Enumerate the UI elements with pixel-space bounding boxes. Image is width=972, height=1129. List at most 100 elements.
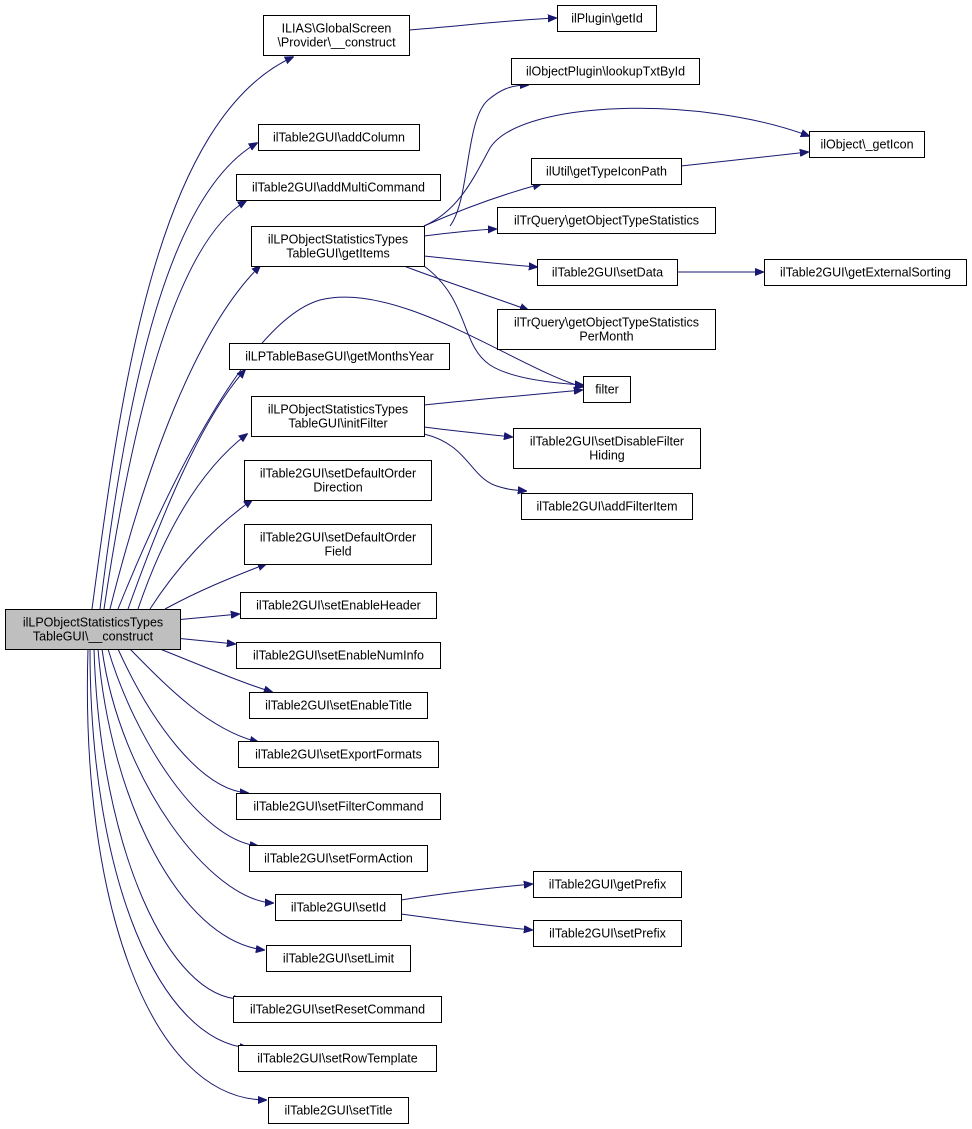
node-export[interactable]: ilTable2GUI\setExportFormats bbox=[238, 741, 439, 768]
node-label-line: ilObjectPlugin\lookupTxtById bbox=[526, 65, 685, 79]
node-plugin[interactable]: ilPlugin\getId bbox=[557, 5, 657, 32]
node-box bbox=[249, 845, 428, 872]
node-label-line: ilLPObjectStatisticsTypes bbox=[268, 403, 408, 417]
edge-setid-to-getprefix bbox=[400, 884, 532, 901]
edge-root-to-getitems bbox=[109, 266, 260, 610]
node-settitle[interactable]: ilTable2GUI\setTitle bbox=[268, 1097, 409, 1124]
node-label-line: ilLPObjectStatisticsTypes bbox=[23, 616, 163, 630]
node-util[interactable]: ilUtil\getTypeIconPath bbox=[531, 158, 682, 185]
node-label-line: ilTable2GUI\addFilterItem bbox=[536, 500, 677, 514]
node-trq[interactable]: ilTrQuery\getObjectTypeStatistics bbox=[497, 207, 716, 234]
node-box bbox=[533, 871, 682, 898]
node-setdata[interactable]: ilTable2GUI\setData bbox=[537, 259, 678, 286]
node-setprefix[interactable]: ilTable2GUI\setPrefix bbox=[533, 920, 682, 947]
node-label-line: ilTrQuery\getObjectTypeStatistics bbox=[514, 316, 699, 330]
node-label-line: ilTable2GUI\setLimit bbox=[283, 952, 395, 966]
node-label-line: ILIAS\GlobalScreen bbox=[282, 22, 392, 36]
node-rowtpl[interactable]: ilTable2GUI\setRowTemplate bbox=[238, 1045, 437, 1072]
node-header[interactable]: ilTable2GUI\setEnableHeader bbox=[240, 592, 437, 619]
node-label-line: ilTable2GUI\setDefaultOrder bbox=[260, 467, 416, 481]
edge-setid-to-setprefix bbox=[400, 913, 532, 930]
edge-root-to-addmulti bbox=[103, 201, 246, 610]
node-setid[interactable]: ilTable2GUI\setId bbox=[275, 894, 402, 921]
node-reset[interactable]: ilTable2GUI\setResetCommand bbox=[233, 996, 442, 1023]
node-title[interactable]: ilTable2GUI\setEnableTitle bbox=[249, 692, 428, 719]
node-addcol[interactable]: ilTable2GUI\addColumn bbox=[258, 124, 420, 151]
edge-root-to-export bbox=[129, 648, 258, 742]
edge-getitems-to-lookup bbox=[449, 85, 528, 227]
node-label-line: ilUtil\getTypeIconPath bbox=[546, 165, 667, 179]
node-label-line: TableGUI\getItems bbox=[286, 247, 390, 261]
node-getprefix[interactable]: ilTable2GUI\getPrefix bbox=[533, 871, 682, 898]
node-label-line: ilTable2GUI\setEnableNumInfo bbox=[253, 649, 424, 663]
edge-getitems-to-trqpm bbox=[403, 265, 528, 310]
edge-root-to-addcol bbox=[99, 143, 257, 610]
node-label-line: filter bbox=[595, 383, 619, 397]
node-label-line: \Provider\__construct bbox=[277, 36, 396, 50]
node-box bbox=[244, 524, 432, 565]
edge-getitems-to-util bbox=[423, 184, 541, 227]
node-label-line: ilTable2GUI\setId bbox=[291, 901, 386, 915]
node-extsort[interactable]: ilTable2GUI\getExternalSorting bbox=[764, 259, 967, 286]
node-label-line: ilPlugin\getId bbox=[571, 12, 643, 26]
node-box bbox=[249, 692, 428, 719]
node-addmulti[interactable]: ilTable2GUI\addMultiCommand bbox=[236, 174, 441, 201]
edge-root-to-gs bbox=[91, 57, 293, 610]
node-box bbox=[229, 343, 450, 370]
node-geticon[interactable]: ilObject\_getIcon bbox=[809, 131, 925, 158]
node-numinfo[interactable]: ilTable2GUI\setEnableNumInfo bbox=[236, 642, 441, 669]
node-trqpm[interactable]: ilTrQuery\getObjectTypeStatisticsPerMont… bbox=[497, 309, 716, 350]
node-box bbox=[557, 5, 657, 32]
node-box bbox=[533, 920, 682, 947]
edge-root-to-filter bbox=[117, 296, 583, 610]
node-label-line: ilTable2GUI\setRowTemplate bbox=[257, 1052, 418, 1066]
node-box bbox=[263, 15, 410, 56]
node-box bbox=[244, 460, 432, 501]
node-box bbox=[583, 376, 631, 403]
node-addfilter[interactable]: ilTable2GUI\addFilterItem bbox=[521, 493, 693, 520]
edge-initfilter-to-filter bbox=[423, 390, 582, 406]
node-root[interactable]: ilLPObjectStatisticsTypesTableGUI\__cons… bbox=[5, 609, 181, 650]
node-lookup[interactable]: ilObjectPlugin\lookupTxtById bbox=[511, 58, 700, 85]
node-filter[interactable]: filter bbox=[583, 376, 631, 403]
edge-root-to-defdir bbox=[149, 500, 252, 610]
node-months[interactable]: ilLPTableBaseGUI\getMonthsYear bbox=[229, 343, 450, 370]
node-box bbox=[537, 259, 678, 286]
edge-root-to-deffield bbox=[164, 564, 266, 610]
node-label-line: ilLPTableBaseGUI\getMonthsYear bbox=[245, 350, 434, 364]
edge-root-to-filtercmd bbox=[117, 648, 248, 793]
edge-root-to-numinfo bbox=[174, 637, 235, 644]
edge-root-to-rowtpl bbox=[89, 648, 248, 1048]
node-formaction[interactable]: ilTable2GUI\setFormAction bbox=[249, 845, 428, 872]
node-label-line: TableGUI\initFilter bbox=[288, 417, 387, 431]
node-limit[interactable]: ilTable2GUI\setLimit bbox=[266, 945, 411, 972]
node-label-line: Direction bbox=[313, 481, 362, 495]
node-label-line: ilTable2GUI\setResetCommand bbox=[250, 1003, 425, 1017]
edge-root-to-reset bbox=[93, 648, 242, 999]
node-initfilter[interactable]: ilLPObjectStatisticsTypesTableGUI\initFi… bbox=[251, 396, 425, 437]
edge-util-to-geticon bbox=[680, 152, 808, 167]
edge-getitems-to-filter bbox=[423, 265, 583, 385]
node-label-line: Hiding bbox=[589, 449, 624, 463]
node-box bbox=[258, 124, 420, 151]
node-label-line: Field bbox=[324, 545, 351, 559]
node-gs[interactable]: ILIAS\GlobalScreen\Provider\__construct bbox=[263, 15, 410, 56]
node-getitems[interactable]: ilLPObjectStatisticsTypesTableGUI\getIte… bbox=[251, 226, 425, 267]
node-label-line: ilTable2GUI\setEnableTitle bbox=[265, 699, 412, 713]
node-label-line: ilTable2GUI\setFilterCommand bbox=[253, 800, 423, 814]
node-box bbox=[233, 996, 442, 1023]
node-label-line: ilTrQuery\getObjectTypeStatistics bbox=[514, 214, 699, 228]
node-box bbox=[238, 1045, 437, 1072]
edge-getitems-to-setdata bbox=[423, 255, 537, 267]
edge-getitems-to-geticon bbox=[423, 107, 809, 227]
node-label-line: ilLPObjectStatisticsTypes bbox=[268, 233, 408, 247]
edge-root-to-formaction bbox=[107, 648, 258, 846]
node-filtercmd[interactable]: ilTable2GUI\setFilterCommand bbox=[236, 793, 441, 820]
edge-root-to-setid bbox=[101, 648, 273, 903]
node-label-line: TableGUI\__construct bbox=[33, 630, 154, 644]
node-label-line: ilTable2GUI\setDisableFilter bbox=[530, 435, 684, 449]
edge-root-to-months bbox=[127, 370, 245, 610]
